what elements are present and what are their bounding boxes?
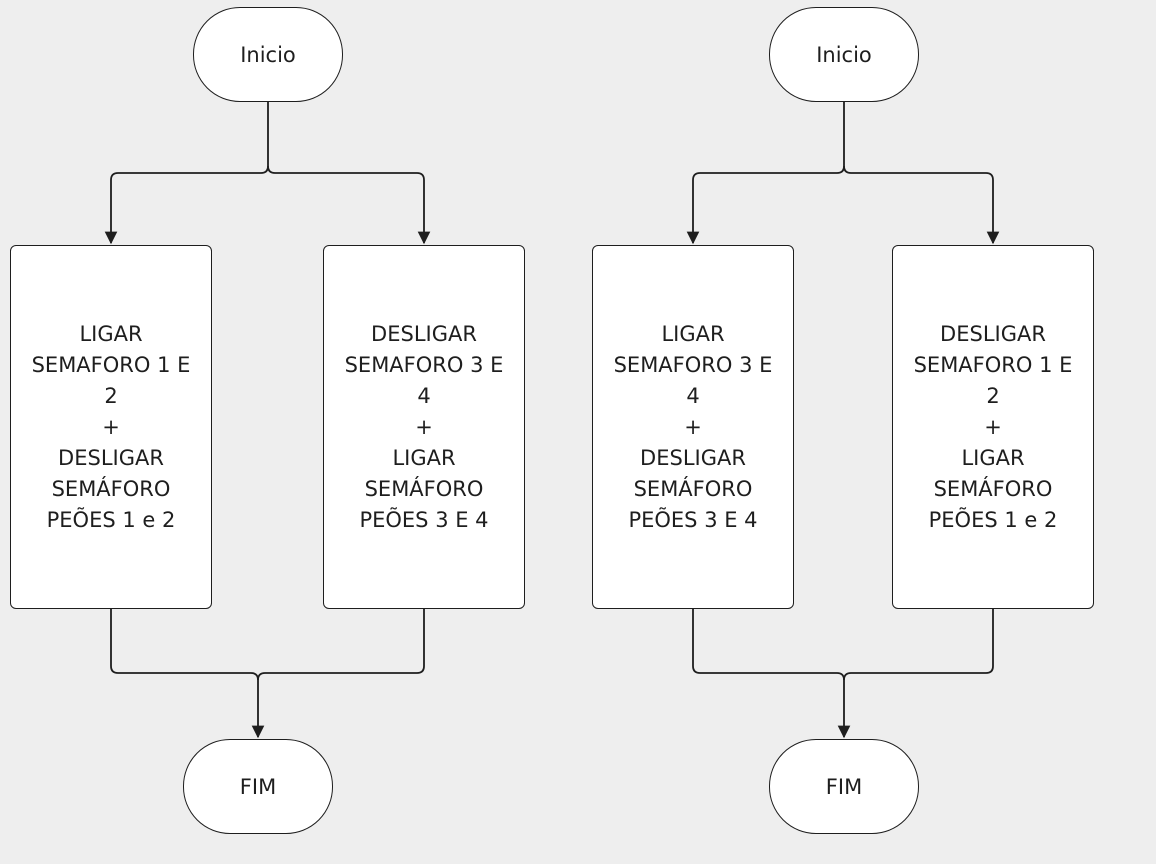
process-line: PEÕES 3 E 4 <box>359 507 489 532</box>
process-line: PEÕES 1 e 2 <box>928 507 1058 532</box>
process-line: PEÕES 1 e 2 <box>46 507 176 532</box>
connector-start-to-left-box <box>686 102 845 245</box>
process-line: + <box>102 414 120 439</box>
process-line: DESLIGAR <box>640 445 746 470</box>
end-label: FIM <box>239 774 277 799</box>
process-line: SEMAFORO 3 E <box>613 352 773 377</box>
process-box-left: LIGAR SEMAFORO 3 E 4 + DESLIGAR SEMÁFORO… <box>592 245 794 609</box>
process-line: SEMÁFORO <box>633 476 753 501</box>
end-label: FIM <box>825 774 863 799</box>
process-line: SEMÁFORO <box>933 476 1053 501</box>
start-label: Inicio <box>240 42 296 67</box>
process-line: LIGAR <box>961 445 1025 470</box>
process-line: DESLIGAR <box>58 445 164 470</box>
process-line: DESLIGAR <box>371 321 477 346</box>
process-line: PEÕES 3 E 4 <box>628 507 758 532</box>
end-terminal: FIM <box>183 739 333 834</box>
connector-start-to-right-box <box>267 165 431 245</box>
process-line: + <box>684 414 702 439</box>
start-label: Inicio <box>816 42 872 67</box>
process-line: SEMAFORO 3 E <box>344 352 504 377</box>
process-line: SEMÁFORO <box>51 476 171 501</box>
end-terminal: FIM <box>769 739 919 834</box>
start-terminal: Inicio <box>769 7 919 102</box>
connector-right-box-to-end <box>843 608 994 681</box>
process-line: SEMAFORO 1 E <box>31 352 191 377</box>
process-line: LIGAR <box>661 321 725 346</box>
process-line: SEMAFORO 1 E <box>913 352 1073 377</box>
process-box-right: DESLIGAR SEMAFORO 3 E 4 + LIGAR SEMÁFORO… <box>323 245 525 609</box>
process-line: 2 <box>986 383 1000 408</box>
start-terminal: Inicio <box>193 7 343 102</box>
connector-left-box-to-end <box>692 608 851 739</box>
process-line: 4 <box>417 383 431 408</box>
process-line: LIGAR <box>79 321 143 346</box>
connector-start-to-left-box <box>104 102 269 245</box>
connector-right-box-to-end <box>257 608 425 681</box>
process-line: SEMÁFORO <box>364 476 484 501</box>
process-line: + <box>415 414 433 439</box>
process-line: + <box>984 414 1002 439</box>
process-line: 2 <box>104 383 118 408</box>
process-box-left: LIGAR SEMAFORO 1 E 2 + DESLIGAR SEMÁFORO… <box>10 245 212 609</box>
connector-start-to-right-box <box>843 165 1000 245</box>
process-line: DESLIGAR <box>940 321 1046 346</box>
process-line: 4 <box>686 383 700 408</box>
connector-left-box-to-end <box>110 608 265 739</box>
process-line: LIGAR <box>392 445 456 470</box>
process-box-right: DESLIGAR SEMAFORO 1 E 2 + LIGAR SEMÁFORO… <box>892 245 1094 609</box>
